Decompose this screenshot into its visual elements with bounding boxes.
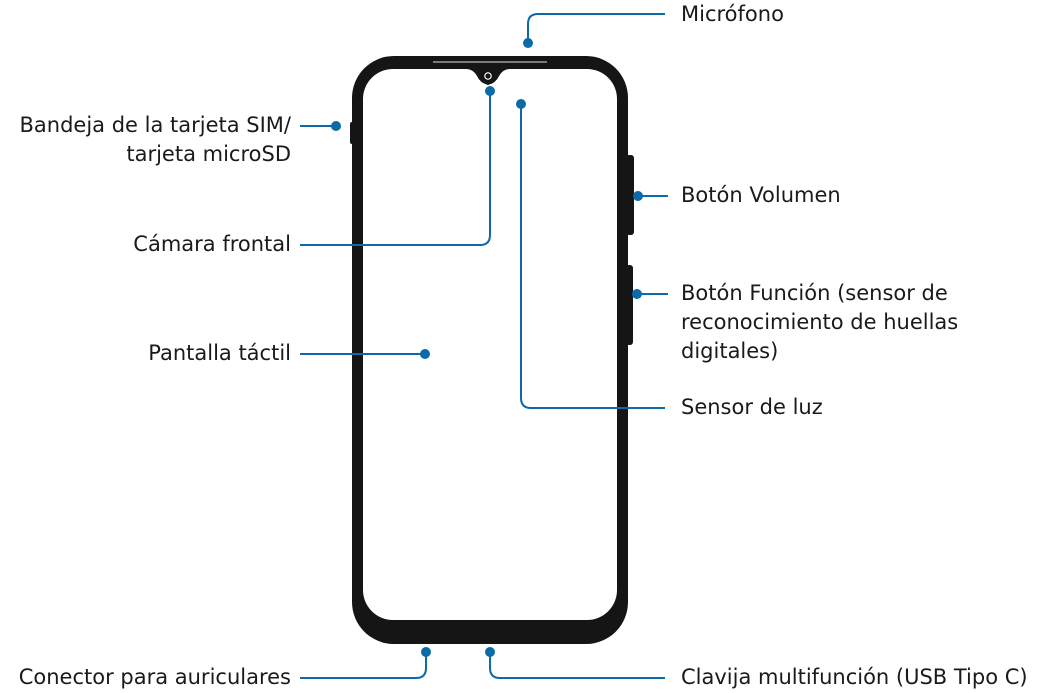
dot-multipurpose-jack bbox=[485, 647, 495, 657]
dot-microphone bbox=[523, 38, 533, 48]
leader-line-microphone bbox=[527, 13, 665, 43]
touchscreen-area bbox=[363, 69, 617, 620]
dot-touchscreen bbox=[420, 349, 430, 359]
label-sim-tray-line2: tarjeta microSD bbox=[126, 142, 291, 166]
leader-line-headphone-jack bbox=[300, 652, 427, 679]
leader-line-multipurpose-jack bbox=[489, 652, 665, 679]
leader-line-light-sensor bbox=[520, 104, 665, 409]
leader-line-front-camera bbox=[300, 91, 491, 246]
label-function-button-line1: Botón Función (sensor de bbox=[681, 281, 948, 305]
callout-dots bbox=[331, 38, 643, 657]
label-function-button-line2: reconocimiento de huellas bbox=[681, 310, 959, 334]
label-light-sensor: Sensor de luz bbox=[681, 395, 823, 419]
label-volume-button: Botón Volumen bbox=[681, 183, 841, 207]
front-camera-lens bbox=[484, 72, 492, 80]
dot-light-sensor bbox=[516, 99, 526, 109]
dot-headphone-jack bbox=[421, 647, 431, 657]
dot-sim-tray bbox=[331, 121, 341, 131]
dot-volume bbox=[633, 191, 643, 201]
label-headphone-jack: Conector para auriculares bbox=[18, 665, 291, 689]
label-multipurpose-jack: Clavija multifunción (USB Tipo C) bbox=[681, 665, 1028, 689]
dot-front-camera bbox=[485, 86, 495, 96]
label-touchscreen: Pantalla táctil bbox=[148, 341, 291, 365]
label-microphone: Micrófono bbox=[681, 2, 784, 26]
label-function-button-line3: digitales) bbox=[681, 339, 779, 363]
label-front-camera: Cámara frontal bbox=[133, 232, 291, 256]
dot-function-button bbox=[632, 289, 642, 299]
label-sim-tray-line1: Bandeja de la tarjeta SIM/ bbox=[19, 113, 291, 137]
